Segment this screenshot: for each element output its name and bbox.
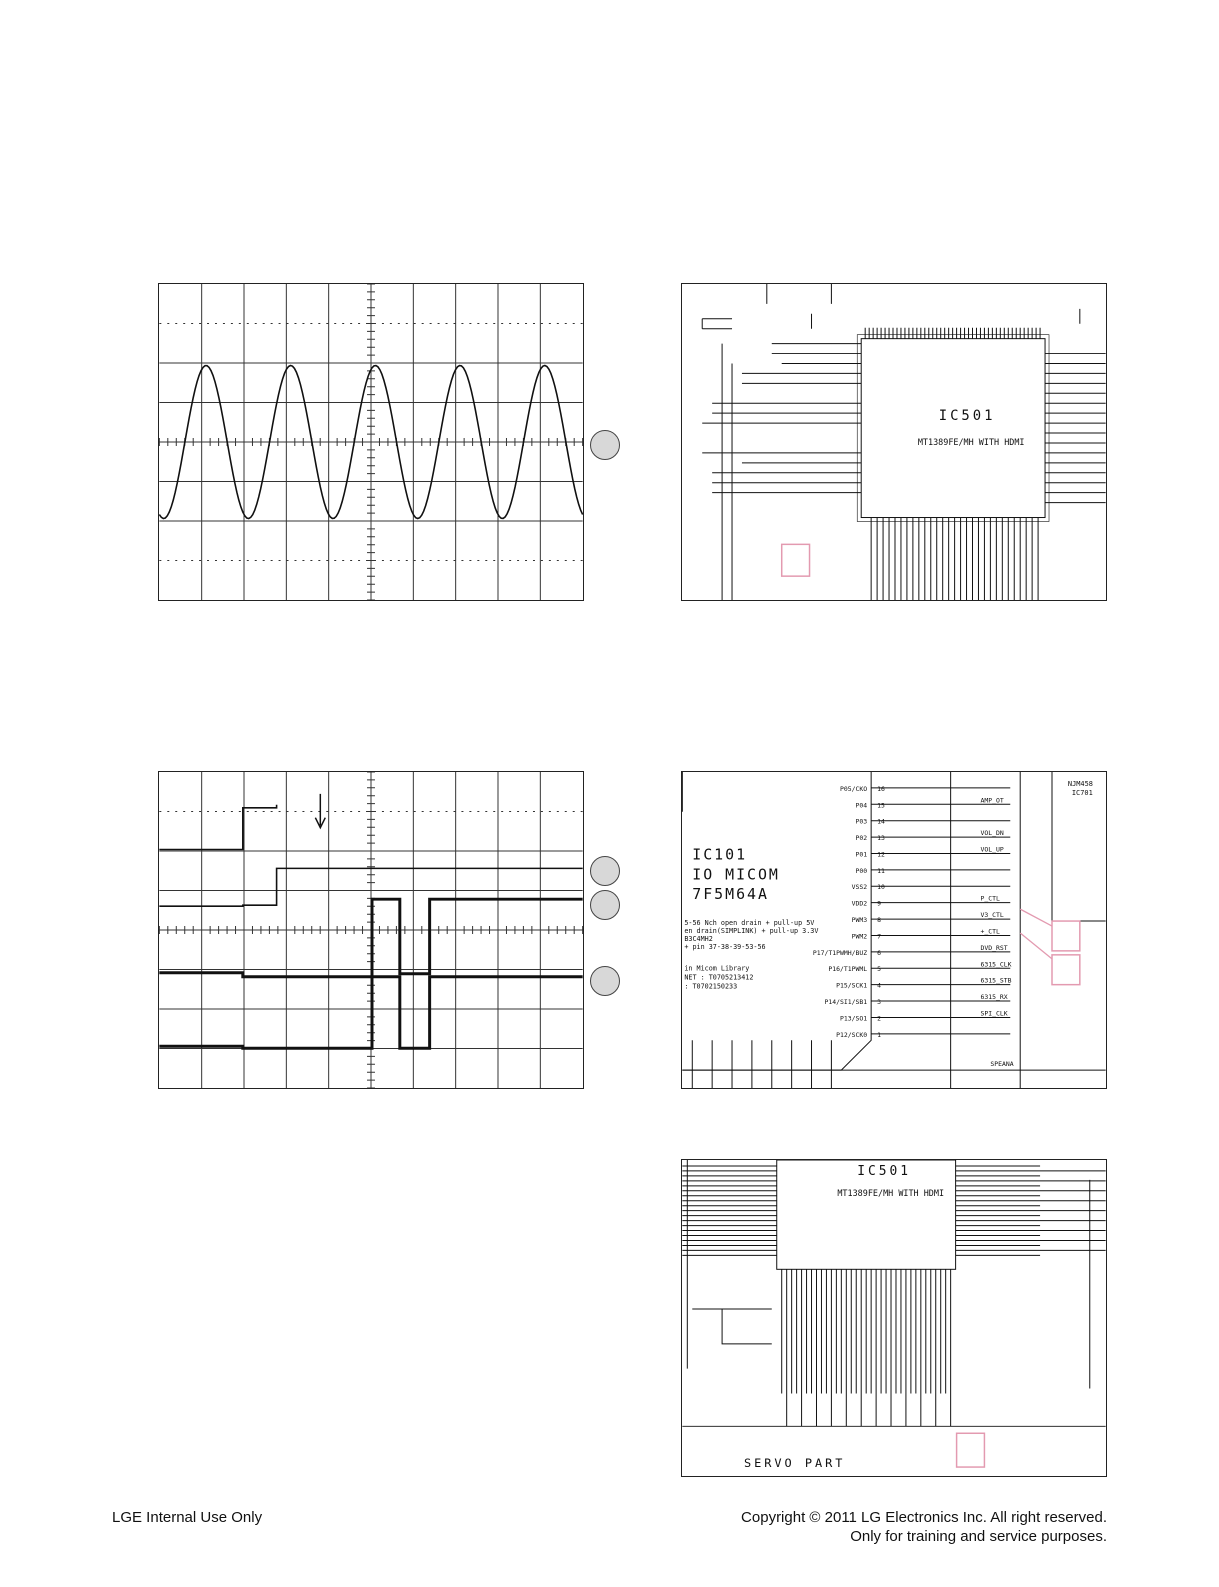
pin-name-label: PWM2 (852, 932, 868, 940)
pin-name-label: P15/SCK1 (836, 982, 867, 990)
timing-trace-1 (159, 804, 278, 851)
pin-number-label: 1 (877, 1031, 881, 1039)
test-point-marker-1 (590, 430, 620, 460)
bottom-net-label: SPEANA (990, 1060, 1013, 1068)
ic101-ref-label: IC101 (692, 845, 747, 863)
note-line: + pin 37-38-39-53-56 (684, 943, 765, 951)
timing-trace-2 (159, 867, 583, 907)
pin-name-label: P01 (856, 850, 868, 858)
net-label: 6315_RX (980, 993, 1007, 1001)
net-label: VOL_UP (980, 845, 1003, 853)
pin-name-label: P17/T1PWMH/BUZ (813, 949, 867, 957)
pin-name-label: PWM3 (852, 916, 868, 924)
pin-name-label: P14/SI1/SB1 (825, 998, 868, 1006)
schematic-drawing-2: IC101 IO MICOM 7F5M64A 5-56 Nch open dra… (682, 772, 1106, 1088)
schematic-ic101-micom: IC101 IO MICOM 7F5M64A 5-56 Nch open dra… (681, 771, 1107, 1089)
timing-trace-3 (159, 897, 583, 979)
net-label: SPI_CLK (980, 1009, 1007, 1017)
test-point-marker-3 (590, 890, 620, 920)
pin-name-label: P13/SO1 (840, 1014, 867, 1022)
test-point-marker-4 (590, 966, 620, 996)
pin-name-label: P03 (856, 818, 868, 826)
copyright-notice: Copyright © 2011 LG Electronics Inc. All… (741, 1508, 1107, 1546)
ic101-function-label: IO MICOM (692, 865, 780, 883)
pin-name-label: P00 (856, 867, 868, 875)
pin-number-label: 8 (877, 916, 881, 924)
ic-name-label: MT1389FE/MH WITH HDMI (918, 437, 1025, 447)
copyright-line: Copyright © 2011 LG Electronics Inc. All… (741, 1509, 1107, 1526)
note-line: en drain(SIMPLINK) + pull-up 3.3V (684, 927, 818, 935)
net-label: DVD_RST (980, 944, 1007, 952)
net-label: AMP_OT (980, 796, 1003, 804)
net-label: VOL_DN (980, 829, 1003, 837)
net-label: V3_CTL (980, 911, 1003, 919)
oscilloscope-waveform-1 (158, 283, 584, 601)
ic501-servo-ref-label: IC501 (857, 1164, 911, 1179)
note-line: NET : T0705213412 (684, 974, 753, 982)
oscilloscope-waveform-2 (158, 771, 584, 1089)
schematic-drawing-3: IC501 MT1389FE/MH WITH HDMI SERVO PART (682, 1160, 1106, 1470)
pin-number-label: 9 (877, 900, 881, 908)
pin-name-label: VDD2 (852, 900, 868, 908)
schematic-drawing-1: IC501 MT1389FE/MH WITH HDMI (701, 284, 1106, 600)
net-label: 6315_CLK (980, 960, 1011, 968)
ic501-servo-name-label: MT1389FE/MH WITH HDMI (837, 1188, 944, 1198)
training-purpose-line: Only for training and service purposes. (850, 1528, 1107, 1545)
note-line: : T0702150233 (684, 983, 737, 991)
pin-name-label: P04 (856, 801, 868, 809)
sine-waveform (159, 364, 583, 520)
note-line: B3C4MH2 (684, 935, 712, 943)
ic-ref-label: IC501 (939, 408, 996, 424)
pin-name-label: VSS2 (852, 883, 868, 891)
ic101-part-label: 7F5M64A (692, 885, 769, 903)
pin-number-label: 12 (877, 850, 885, 858)
pin-number-label: 16 (877, 785, 885, 793)
arrow-down-icon (314, 793, 326, 830)
pin-number-label: 15 (877, 801, 885, 809)
servo-part-title: SERVO PART (744, 1456, 846, 1470)
oscilloscope-grid-1 (159, 284, 583, 600)
pin-name-label: P05/CKO (840, 785, 867, 793)
pin-name-label: P16/T1PWML (828, 965, 867, 973)
pin-number-label: 4 (877, 982, 881, 990)
pin-number-label: 6 (877, 949, 881, 957)
schematic-ic501-top: IC501 MT1389FE/MH WITH HDMI (681, 283, 1107, 601)
net-label: 6315_STB (980, 977, 1011, 985)
pin-number-label: 5 (877, 965, 881, 973)
pin-number-label: 2 (877, 1014, 881, 1022)
internal-use-label: LGE Internal Use Only (112, 1509, 263, 1526)
timing-trace-4 (159, 975, 583, 1050)
pin-name-label: P02 (856, 834, 868, 842)
pin-number-label: 3 (877, 998, 881, 1006)
oscilloscope-grid-2 (159, 772, 583, 1088)
net-label: +_CTL (980, 927, 1000, 935)
pin-number-label: 14 (877, 818, 885, 826)
pin-number-label: 7 (877, 932, 881, 940)
pin-number-label: 10 (877, 883, 885, 891)
schematic-ic501-servo: IC501 MT1389FE/MH WITH HDMI SERVO PART (681, 1159, 1107, 1477)
note-line: in Micom Library (684, 965, 749, 973)
pin-number-label: 13 (877, 834, 885, 842)
side-ic-ref: IC701 (1072, 789, 1093, 797)
note-line: 5-56 Nch open drain + pull-up 5V (684, 919, 814, 927)
pin-number-label: 11 (877, 867, 885, 875)
net-label: P_CTL (980, 895, 1000, 903)
side-ic-label: NJM458 (1068, 780, 1093, 788)
test-point-marker-2 (590, 856, 620, 886)
pin-name-label: P12/SCK0 (836, 1031, 867, 1039)
